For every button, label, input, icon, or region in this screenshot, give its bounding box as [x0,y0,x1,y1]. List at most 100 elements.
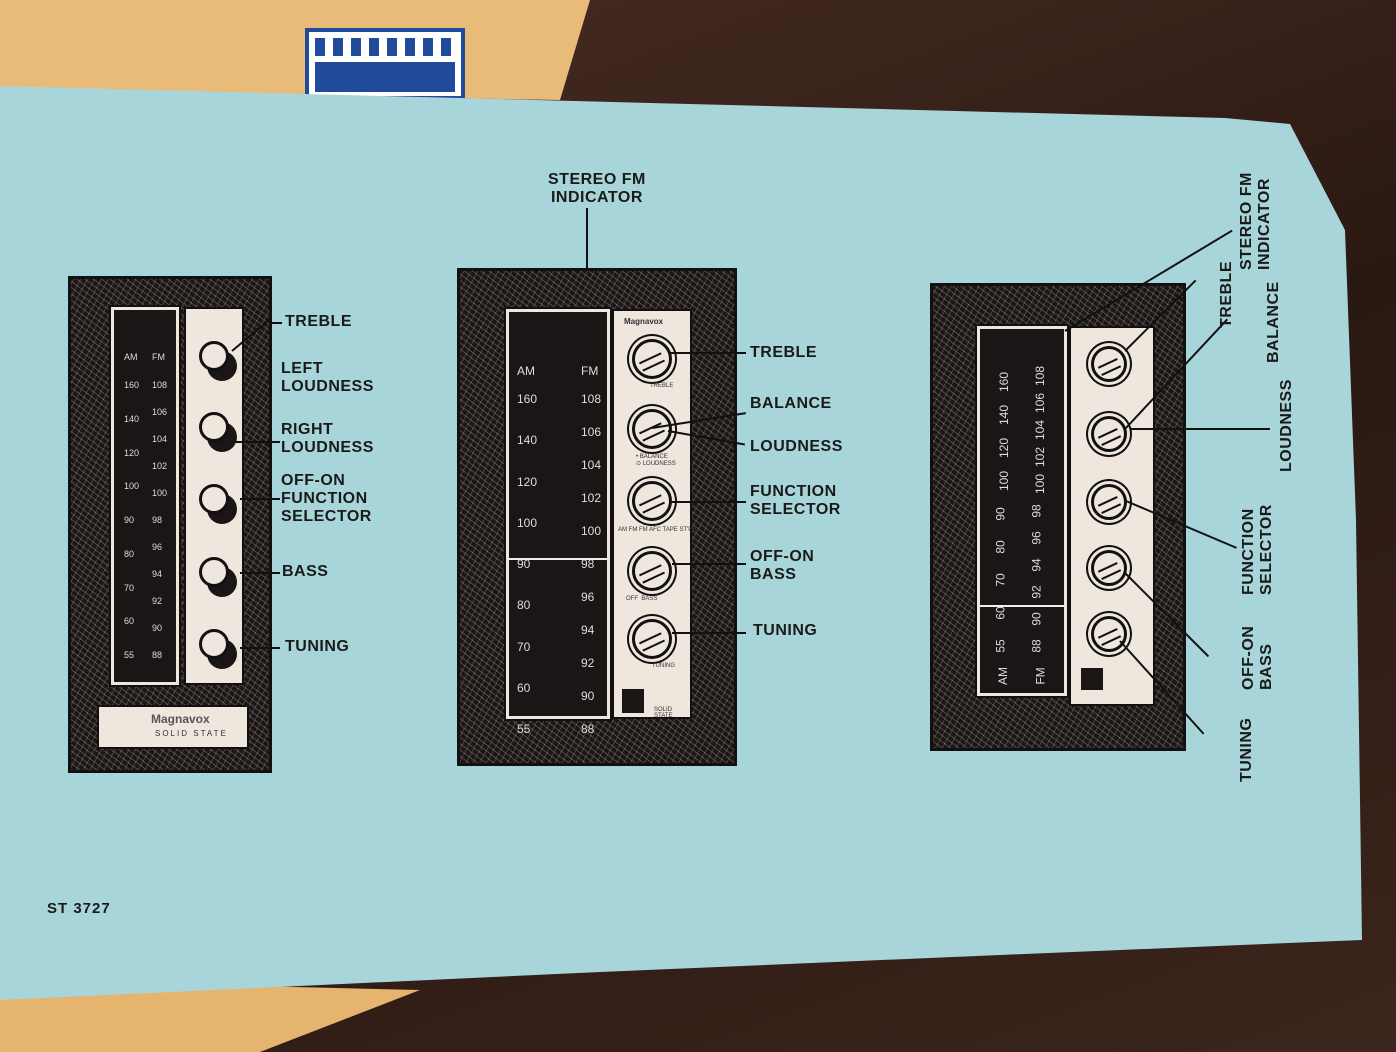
am-scale-mark: 120 [997,437,1012,459]
caption-bass: OFF BASS [626,596,658,602]
magnavox-crest-logo [305,28,465,100]
label-tuning: TUNING [285,638,350,655]
caption-balance-loudness: • BALANCE ⊙ LOUDNESS [636,454,676,467]
bass-knob[interactable] [632,551,672,591]
fm-scale-mark: 102 [581,491,602,505]
am-scale-mark: 90 [124,515,135,525]
function-selector-knob[interactable] [199,484,229,514]
solid-state-text: SOLID STATE [155,729,228,738]
am-scale-mark: 60 [993,606,1008,620]
fm-scale-mark: 102 [152,461,168,471]
logo-badge [622,689,644,713]
am-scale-mark: 55 [517,722,531,736]
document-code: ST 3727 [47,900,111,917]
am-scale-mark: 160 [124,380,140,390]
tuning-knob[interactable] [632,619,672,659]
label-tuning: TUNING [753,622,818,639]
fm-scale-mark: 92 [1029,585,1044,599]
fm-scale-mark: 88 [581,722,595,736]
label-bass: BASS [282,563,329,580]
fm-scale-mark: 104 [152,434,168,444]
label-function-selector: FUNCTION SELECTOR [750,483,841,518]
label-loudness: LOUDNESS [750,438,843,455]
am-scale-mark: 60 [124,616,135,627]
fm-scale-mark: 108 [152,380,168,390]
band-label-am: AM [517,364,535,378]
band-label-fm: FM [1033,667,1048,685]
label-loudness: LOUDNESS [1278,379,1295,472]
am-scale-mark: 70 [124,582,135,593]
label-off-on-bass: OFF-ON BASS [750,548,815,583]
label-stereo-fm-indicator: STEREO FM INDICATOR [548,171,646,206]
am-scale-mark: 60 [517,680,531,695]
am-scale-mark: 100 [124,481,140,492]
treble-knob[interactable] [199,341,229,371]
tuning-knob[interactable] [1091,616,1127,652]
brand-name: Magnavox [151,712,210,726]
fm-scale-mark: 98 [152,515,163,525]
function-selector-knob[interactable] [1091,484,1127,520]
label-tuning: TUNING [1238,717,1255,782]
fm-scale-mark: 94 [581,623,595,637]
function-selector-knob[interactable] [632,481,672,521]
caption-tuning: TUNING [652,663,675,669]
fm-scale-mark: 96 [152,542,163,552]
tuning-knob[interactable] [199,629,229,659]
logo-badge [1081,668,1103,690]
fm-scale-mark: 102 [1033,446,1048,468]
brand-badge: Magnavox SOLID STATE [97,705,249,749]
fm-scale-mark: 92 [152,596,163,606]
fm-scale-mark: 94 [1029,558,1044,572]
am-scale-mark: 100 [997,470,1012,492]
fm-scale-mark: 88 [1029,639,1044,653]
am-scale-mark: 140 [124,413,140,424]
label-treble: TREBLE [1218,261,1235,328]
fm-scale-mark: 108 [1033,365,1048,387]
fm-scale-mark: 104 [1033,419,1048,441]
treble-knob[interactable] [1091,346,1127,382]
am-scale-mark: 140 [997,404,1012,426]
fm-scale-mark: 106 [581,425,602,439]
caption-treble: TREBLE [650,383,674,389]
fm-scale-mark: 94 [152,569,163,579]
am-scale-mark: 120 [517,474,538,489]
label-stereo-fm-indicator: STEREO FM INDICATOR [1238,172,1273,270]
am-scale-mark: 160 [517,392,538,406]
label-balance: BALANCE [1265,281,1282,363]
fm-scale-mark: 90 [1029,612,1044,626]
fm-scale-mark: 92 [581,656,595,670]
envelope [0,0,590,100]
label-function-selector: OFF-ON FUNCTION SELECTOR [281,472,372,525]
am-scale-mark: 80 [517,598,531,613]
fm-scale-mark: 104 [581,458,602,472]
brand-name: Magnavox [624,317,664,326]
label-treble: TREBLE [750,344,817,361]
balance-loudness-knob[interactable] [632,409,672,449]
treble-knob[interactable] [632,339,672,379]
label-treble: TREBLE [285,313,352,330]
am-scale-mark: 120 [124,447,140,458]
am-scale-mark: 80 [124,548,135,559]
loudness-knob[interactable] [199,412,229,442]
band-label-am: AM [124,352,138,362]
am-scale-mark: 160 [997,371,1012,393]
am-scale-mark: 140 [517,433,538,448]
bass-knob[interactable] [1091,550,1127,586]
bass-knob[interactable] [199,557,229,587]
fm-scale-mark: 100 [152,488,168,498]
label-balance: BALANCE [750,395,832,412]
fm-scale-mark: 106 [152,407,168,417]
label-off-on-bass: OFF-ON BASS [1240,625,1275,690]
label-left-loudness: LEFT LOUDNESS [281,360,374,395]
fm-scale-mark: 100 [581,524,602,538]
label-function-selector: FUNCTION SELECTOR [1240,504,1275,595]
balance-loudness-knob[interactable] [1091,416,1127,452]
am-scale-mark: 100 [517,515,538,530]
